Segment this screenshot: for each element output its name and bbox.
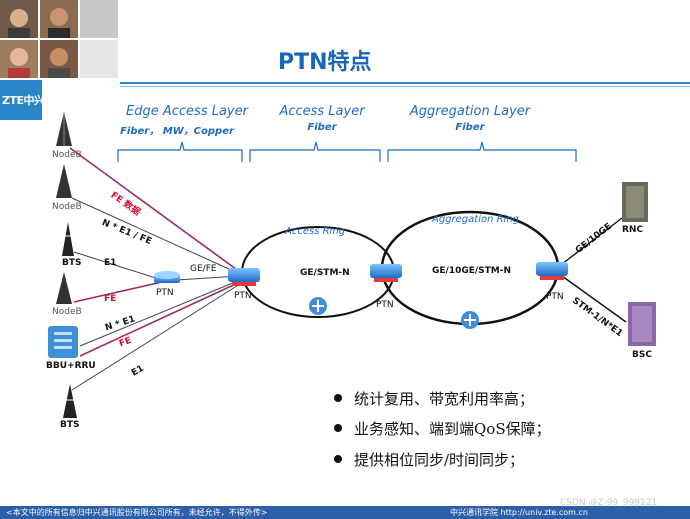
footer-notice: <本文中的所有信息归中兴通讯股份有限公司所有，未经允许，不得外传> <box>6 507 267 518</box>
aggregation-ring-repeater-icon <box>461 311 479 329</box>
bullet-dot-1 <box>334 394 342 402</box>
brace-access <box>250 142 380 162</box>
nodeb-tower-3 <box>56 272 72 304</box>
aggregation-ring-label: Aggregation Ring <box>432 214 519 225</box>
bts-label-2: BTS <box>60 420 79 430</box>
link-e1-a <box>74 252 162 280</box>
bullet-dot-3 <box>334 455 342 463</box>
bullet-item-3: 提供相位同步/时间同步； <box>354 449 524 470</box>
link-fe-a <box>74 282 162 302</box>
nodeb-label-3: NodeB <box>52 307 82 317</box>
link-label-fe-a: FE <box>104 294 116 304</box>
rnc-icon <box>622 182 648 222</box>
brace-aggregation <box>388 142 576 162</box>
bsc-label: BSC <box>632 350 652 360</box>
link-ne1fe <box>72 198 240 274</box>
rnc-label: RNC <box>622 225 643 235</box>
access-ring-rate: GE/STM-N <box>300 268 350 278</box>
nodeb-label-1: NodeB <box>52 150 82 160</box>
link-label-e1-a: E1 <box>104 258 116 268</box>
ptn-label-3: PTN <box>546 292 564 302</box>
bbu-label: BBU+RRU <box>46 361 96 371</box>
access-ring-repeater-icon <box>309 297 327 315</box>
bts-tower-1 <box>62 222 74 256</box>
nodeb-label-2: NodeB <box>52 202 82 212</box>
nodeb-tower-2 <box>56 164 72 198</box>
ptn-node-3 <box>536 262 568 280</box>
bullet-item-1: 统计复用、带宽利用率高； <box>354 388 534 409</box>
small-ptn-icon <box>154 271 180 283</box>
bts-tower-2 <box>63 384 77 418</box>
link-e1-b <box>72 284 240 390</box>
link-label-gefe: GE/FE <box>190 264 217 274</box>
ptn-node-2 <box>370 264 402 282</box>
bullet-dot-2 <box>334 424 342 432</box>
brace-edge <box>118 142 242 162</box>
bbu-icon <box>48 326 78 358</box>
bullet-item-2: 业务感知、端到端QoS保障； <box>354 418 551 439</box>
ptn-small-label: PTN <box>156 288 174 298</box>
aggregation-ring-rate: GE/10GE/STM-N <box>432 266 511 276</box>
footer-link[interactable]: 中兴通讯学院 http://univ.zte.com.cn <box>450 507 588 518</box>
access-ring-label: Access Ring <box>285 226 345 237</box>
ptn-label-2: PTN <box>376 300 394 310</box>
link-fe-data <box>70 148 240 272</box>
ptn-node-1 <box>228 268 260 286</box>
bsc-icon <box>628 302 656 346</box>
nodeb-tower-1 <box>56 112 72 146</box>
ptn-label-1: PTN <box>234 291 252 301</box>
bts-label-1: BTS <box>62 258 81 268</box>
